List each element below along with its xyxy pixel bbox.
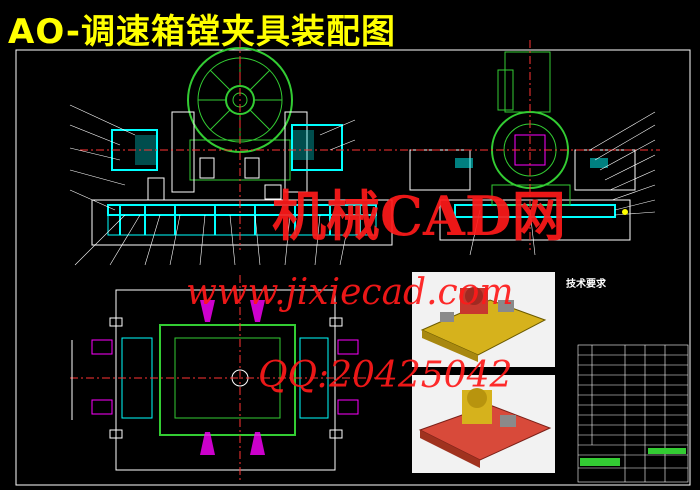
title-block bbox=[577, 344, 689, 483]
side-view bbox=[400, 40, 660, 256]
front-view bbox=[69, 40, 400, 266]
drawing-title: AO-调速箱镗夹具装配图 bbox=[8, 12, 396, 52]
render-thumbnail-2 bbox=[412, 375, 555, 473]
technical-requirements-heading: 技术要求 bbox=[566, 279, 606, 290]
watermark-brand: 机械CAD网 bbox=[272, 184, 566, 248]
render-thumbnail-1 bbox=[412, 272, 555, 367]
watermark-qq: QQ:20425042 bbox=[258, 355, 513, 396]
drawing-frame bbox=[15, 49, 691, 486]
watermark-url: www.jixiecad.com bbox=[186, 272, 514, 313]
top-view bbox=[70, 275, 380, 480]
